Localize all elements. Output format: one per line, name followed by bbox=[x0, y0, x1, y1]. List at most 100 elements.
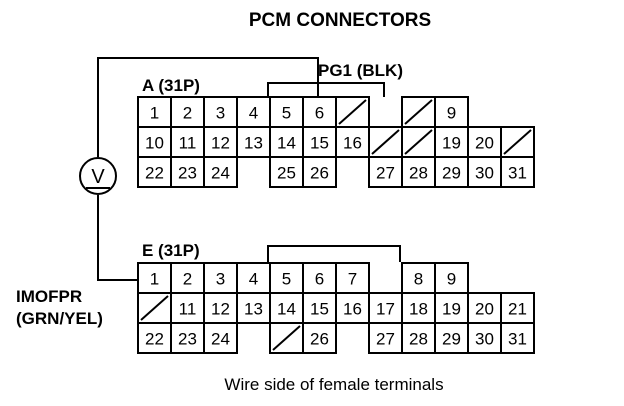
terminal-number: 26 bbox=[310, 164, 329, 183]
terminal-cell bbox=[500, 156, 535, 188]
terminal-cell bbox=[236, 262, 271, 294]
terminal-cell bbox=[467, 126, 502, 158]
terminal-cell bbox=[302, 156, 337, 188]
terminal-number: 24 bbox=[211, 330, 230, 349]
terminal-number: 12 bbox=[211, 134, 230, 153]
unused-terminal-slash bbox=[272, 325, 301, 351]
terminal-cell bbox=[335, 126, 370, 158]
unused-terminal-slash bbox=[338, 99, 367, 125]
wire-to-e1 bbox=[97, 195, 148, 281]
terminal-number: 28 bbox=[409, 164, 428, 183]
terminal-number: 6 bbox=[315, 270, 324, 289]
unused-terminal-slash bbox=[503, 129, 532, 155]
terminal-cell bbox=[500, 292, 535, 324]
terminal-number: 14 bbox=[277, 134, 296, 153]
terminal-cell bbox=[269, 96, 304, 128]
connector-a-label: A (31P) bbox=[142, 76, 200, 95]
terminal-number: 25 bbox=[277, 164, 296, 183]
terminal-number: 31 bbox=[508, 164, 527, 183]
voltmeter-symbol: V bbox=[91, 166, 105, 188]
terminal-number: 22 bbox=[145, 330, 164, 349]
terminal-number: 16 bbox=[343, 300, 362, 319]
wire-label-line2: (GRN/YEL) bbox=[16, 309, 103, 328]
terminal-cell bbox=[170, 322, 205, 354]
terminal-number: 16 bbox=[343, 134, 362, 153]
terminal-cell bbox=[467, 322, 502, 354]
terminal-cell bbox=[401, 322, 436, 354]
terminal-number: 26 bbox=[310, 330, 329, 349]
terminal-number: 17 bbox=[376, 300, 395, 319]
terminal-number: 7 bbox=[348, 270, 357, 289]
terminal-number: 9 bbox=[447, 104, 456, 123]
terminal-number: 29 bbox=[442, 164, 461, 183]
terminal-number: 20 bbox=[475, 300, 494, 319]
terminal-cell bbox=[236, 292, 271, 324]
wire-to-pg1 bbox=[97, 57, 319, 157]
terminal-number: 14 bbox=[277, 300, 296, 319]
terminal-cell bbox=[170, 156, 205, 188]
terminal-number: 2 bbox=[183, 104, 192, 123]
connector-e-bracket bbox=[267, 245, 401, 262]
terminal-number: 2 bbox=[183, 270, 192, 289]
terminal-number: 19 bbox=[442, 134, 461, 153]
terminal-number: 5 bbox=[282, 270, 291, 289]
voltmeter-icon bbox=[79, 157, 117, 195]
terminal-number: 12 bbox=[211, 300, 230, 319]
terminal-cell bbox=[269, 126, 304, 158]
terminal-number: 15 bbox=[310, 300, 329, 319]
terminal-number: 30 bbox=[475, 330, 494, 349]
terminal-cell bbox=[368, 322, 403, 354]
terminal-number: 9 bbox=[447, 270, 456, 289]
diagram-title: PCM CONNECTORS bbox=[249, 10, 431, 31]
terminal-number: 10 bbox=[145, 134, 164, 153]
terminal-number: 23 bbox=[178, 164, 197, 183]
terminal-cell bbox=[467, 156, 502, 188]
connector-e-label: E (31P) bbox=[142, 241, 200, 260]
terminal-number: 29 bbox=[442, 330, 461, 349]
unused-terminal-slash bbox=[404, 129, 433, 155]
terminal-cell bbox=[269, 262, 304, 294]
terminal-number: 3 bbox=[216, 104, 225, 123]
terminal-cell bbox=[302, 96, 337, 128]
unused-terminal-slash bbox=[140, 295, 169, 321]
terminal-cell bbox=[302, 262, 337, 294]
terminal-number: 4 bbox=[249, 270, 258, 289]
terminal-number: 19 bbox=[442, 300, 461, 319]
terminal-number: 28 bbox=[409, 330, 428, 349]
terminal-number: 27 bbox=[376, 164, 395, 183]
terminal-cell bbox=[368, 156, 403, 188]
terminal-number: 1 bbox=[150, 270, 159, 289]
terminal-cell bbox=[434, 156, 469, 188]
terminal-number: 1 bbox=[150, 104, 159, 123]
terminal-cell bbox=[500, 322, 535, 354]
terminal-number: 13 bbox=[244, 300, 263, 319]
pg1-label: PG1 (BLK) bbox=[318, 61, 403, 80]
terminal-number: 5 bbox=[282, 104, 291, 123]
pg1-bracket bbox=[267, 82, 385, 97]
unused-terminal-slash bbox=[404, 99, 433, 125]
unused-terminal-slash bbox=[371, 129, 400, 155]
terminal-number: 30 bbox=[475, 164, 494, 183]
terminal-number: 13 bbox=[244, 134, 263, 153]
terminal-cell bbox=[236, 126, 271, 158]
terminal-number: 31 bbox=[508, 330, 527, 349]
terminal-number: 23 bbox=[178, 330, 197, 349]
terminal-number: 27 bbox=[376, 330, 395, 349]
terminal-number: 6 bbox=[315, 104, 324, 123]
terminal-number: 18 bbox=[409, 300, 428, 319]
terminal-number: 20 bbox=[475, 134, 494, 153]
terminal-cell bbox=[203, 156, 238, 188]
terminal-cell bbox=[170, 292, 205, 324]
terminal-number: 4 bbox=[249, 104, 258, 123]
terminal-number: 11 bbox=[179, 134, 197, 153]
terminal-cell bbox=[137, 156, 172, 188]
terminal-number: 21 bbox=[508, 300, 527, 319]
footer-caption: Wire side of female terminals bbox=[224, 375, 443, 394]
terminal-number: 11 bbox=[179, 300, 197, 319]
terminal-cell bbox=[302, 322, 337, 354]
terminal-number: 24 bbox=[211, 164, 230, 183]
terminal-number: 8 bbox=[414, 270, 423, 289]
